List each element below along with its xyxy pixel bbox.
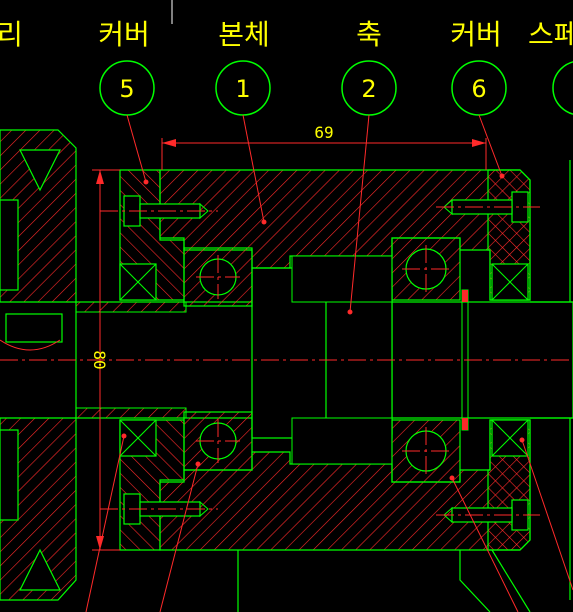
balloon-cover-right-number: 6 <box>471 75 486 103</box>
width-dimension-value: 69 <box>314 123 333 142</box>
leader-lines <box>85 114 573 612</box>
pulley-section <box>0 129 77 601</box>
label-cover-left: 커버 <box>98 18 150 51</box>
balloon-body-number: 1 <box>235 75 250 103</box>
right-shaft-extension <box>530 160 573 600</box>
height-dimension: 80 <box>90 169 120 551</box>
label-body: 본체 <box>218 18 270 51</box>
label-cover-right: 커버 <box>450 18 502 51</box>
balloon-shaft-number: 2 <box>361 75 376 103</box>
base-stand <box>237 549 531 612</box>
height-dimension-value: 80 <box>90 350 109 369</box>
balloon-spacer <box>552 61 573 115</box>
center-lines <box>0 206 573 516</box>
balloon-cover-left-number: 5 <box>119 75 134 103</box>
label-pulley: 리 <box>0 18 23 51</box>
width-dimension: 69 <box>161 123 487 170</box>
label-spacer: 스페 <box>528 18 573 51</box>
label-shaft: 축 <box>356 18 382 51</box>
